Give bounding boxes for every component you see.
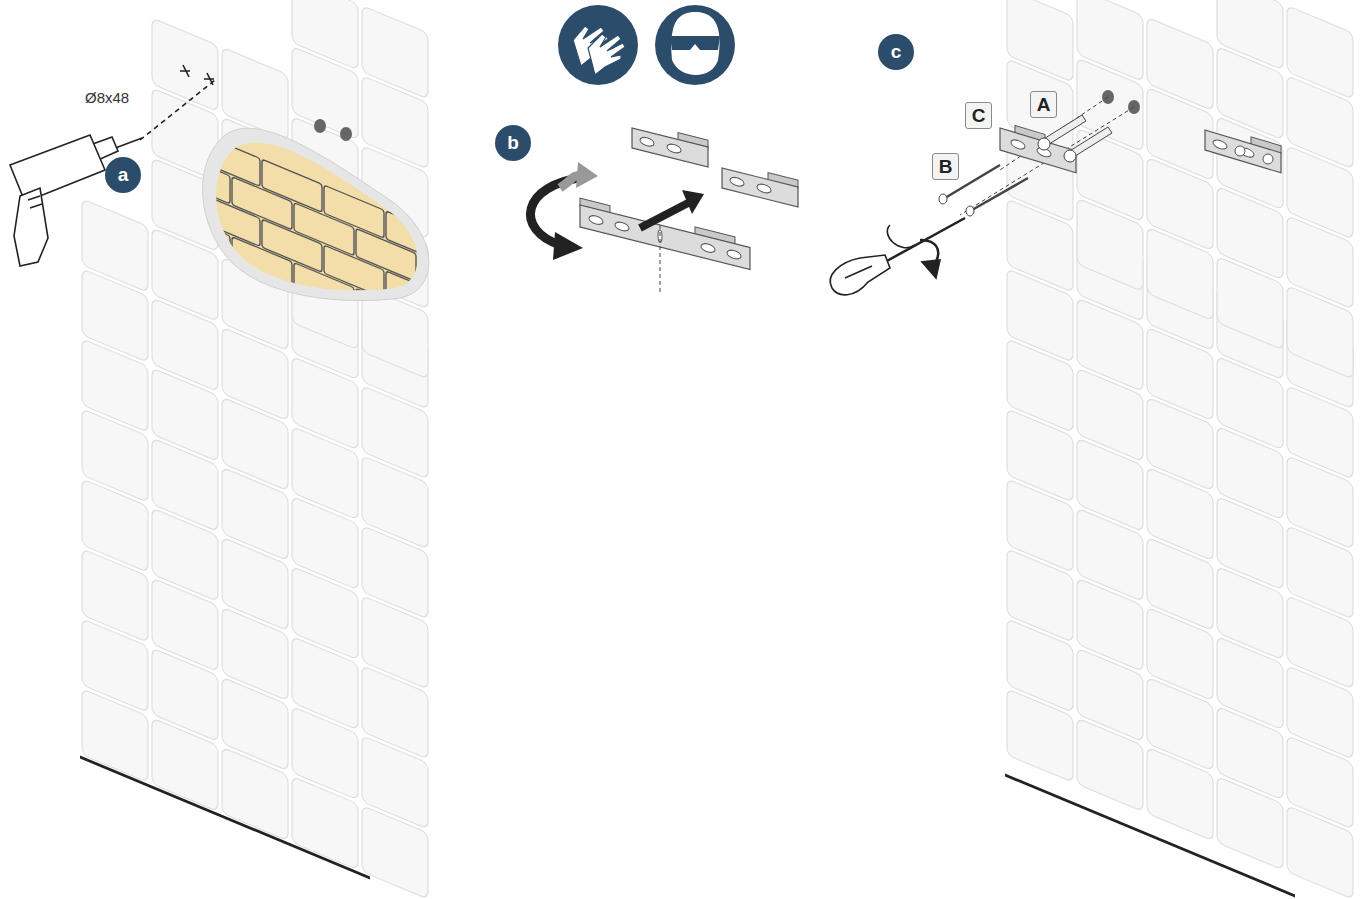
step-letter: b [507, 132, 519, 154]
part-label: A [1037, 94, 1051, 116]
part-label: C [972, 105, 986, 127]
drill [10, 65, 215, 266]
goggles-icon [655, 5, 735, 85]
dimension-label: Ø8x48 [85, 89, 129, 106]
part-letter: C [965, 102, 992, 129]
part-letter: A [1030, 91, 1057, 118]
screwdriver [830, 218, 965, 295]
gloves-icon [558, 5, 638, 85]
fixing-assembly [939, 90, 1140, 216]
part-label: B [939, 156, 953, 178]
tiled-wall [80, 0, 428, 899]
step-letter: c [891, 41, 902, 63]
bracket-cutting [530, 121, 798, 295]
brick-cutout [170, 120, 446, 384]
step-badge: a [105, 157, 141, 193]
part-letter: B [932, 153, 959, 180]
step-badge: b [495, 125, 531, 161]
tiled-wall [1005, 0, 1353, 899]
step-letter: a [118, 164, 129, 186]
step-badge: c [878, 34, 914, 70]
